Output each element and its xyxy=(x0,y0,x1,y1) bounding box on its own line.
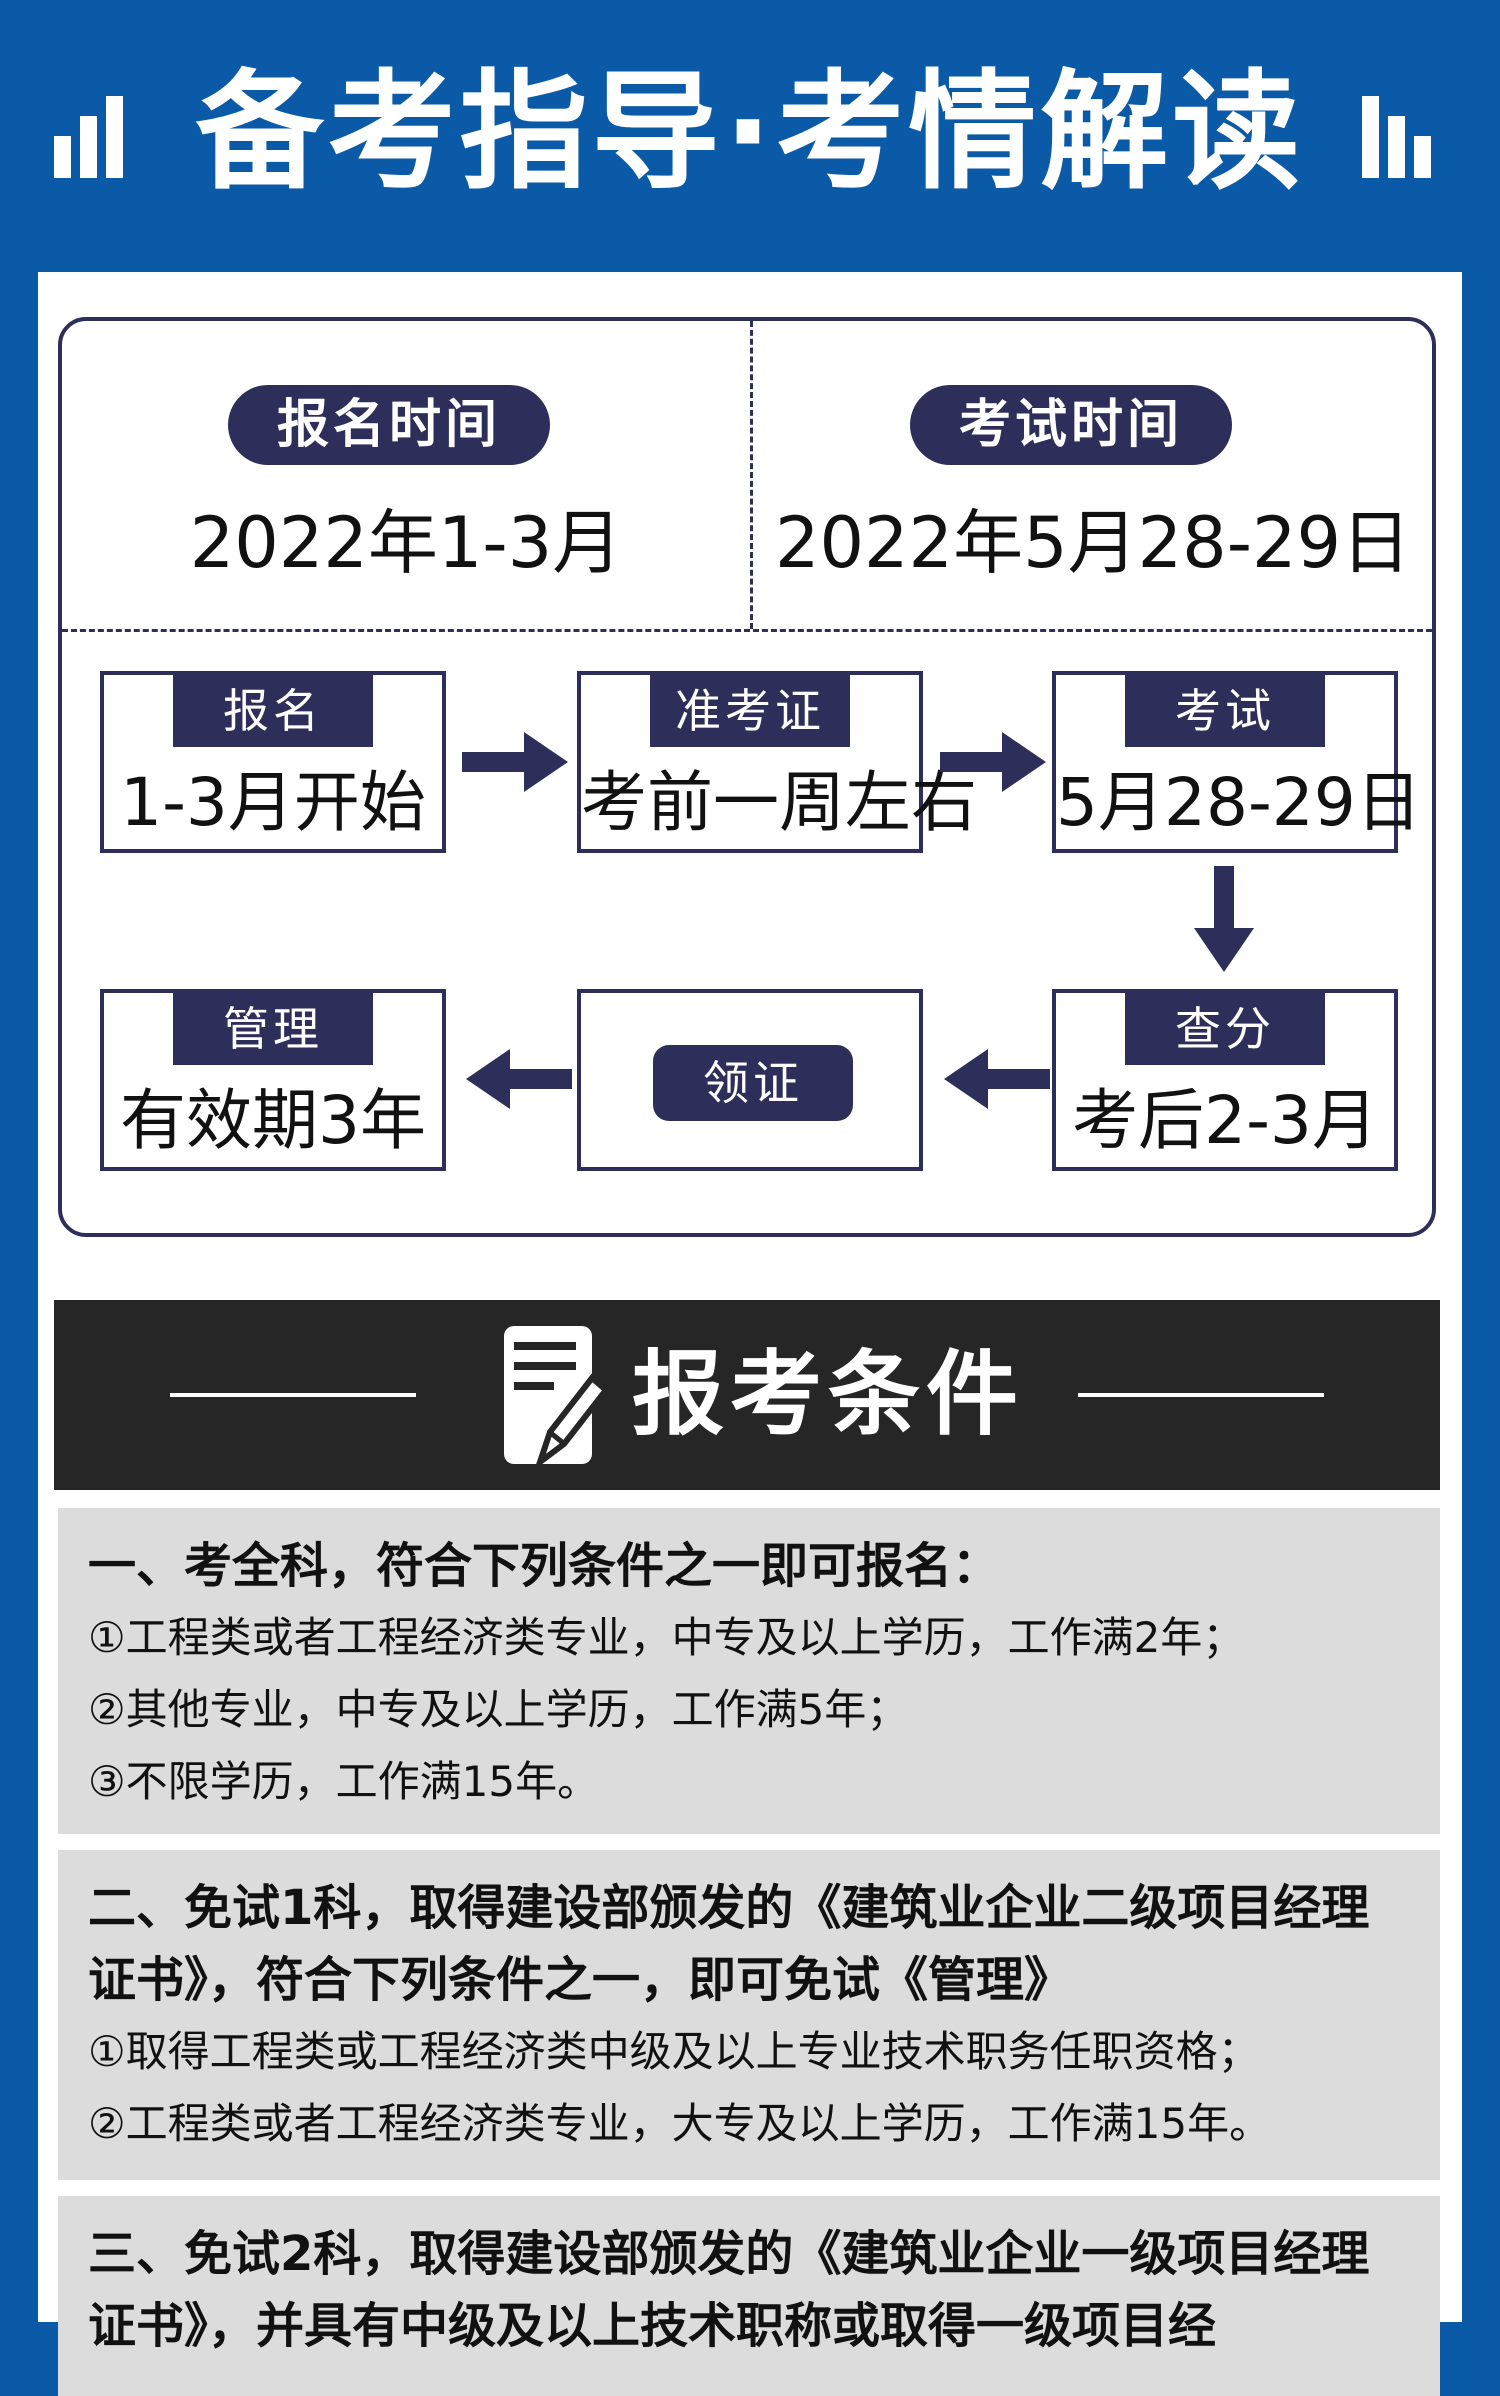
document-edit-icon xyxy=(504,1326,610,1471)
condition-section-3: 三、免试2科，取得建设部颁发的《建筑业企业一级项目经理证书》，并具有中级及以上技… xyxy=(58,2196,1440,2396)
content-card: 报名时间 2022年1-3月 考试时间 2022年5月28-29日 报名 1-3… xyxy=(38,272,1462,2396)
flow-step-value: 有效期3年 xyxy=(120,1082,426,1159)
flow-step-admission-ticket: 准考证 考前一周左右 xyxy=(577,671,977,853)
flow-step-certificate-label: 领证 xyxy=(653,1045,853,1121)
condition-item: ②其他专业，中专及以上学历，工作满5年； xyxy=(88,1685,909,1734)
bar-chart-icon-right xyxy=(1362,96,1431,178)
flow-step-management: 管理 有效期3年 xyxy=(100,989,446,1171)
condition-item: ①取得工程类或工程经济类中级及以上专业技术职务任职资格； xyxy=(88,2027,1260,2076)
condition-heading: 二、免试1科，取得建设部颁发的《建筑业企业二级项目经理证书》，符合下列条件之一，… xyxy=(88,1880,1370,2008)
arrow-left-icon xyxy=(466,1049,572,1109)
registration-time-label: 报名时间 xyxy=(228,385,550,465)
flow-step-value: 考前一周左右 xyxy=(581,764,977,841)
flow-step-value: 5月28-29日 xyxy=(1056,764,1422,841)
conditions-header: 报考条件 xyxy=(54,1300,1440,1490)
condition-item: ③不限学历，工作满15年。 xyxy=(88,1757,600,1806)
condition-heading: 一、考全科，符合下列条件之一即可报名： xyxy=(88,1538,1001,1594)
divider-line-right xyxy=(1078,1393,1324,1397)
flow-step-tab: 管理 xyxy=(173,993,373,1065)
conditions-title: 报考条件 xyxy=(632,1341,1025,1448)
arrow-left-icon xyxy=(944,1049,1050,1109)
condition-section-2: 二、免试1科，取得建设部颁发的《建筑业企业二级项目经理证书》，符合下列条件之一，… xyxy=(58,1850,1440,2180)
arrow-down-icon xyxy=(1194,866,1254,972)
registration-time-value: 2022年1-3月 xyxy=(189,502,623,584)
schedule-panel: 报名时间 2022年1-3月 考试时间 2022年5月28-29日 报名 1-3… xyxy=(58,317,1436,1237)
arrow-right-icon xyxy=(940,732,1046,792)
condition-item: ②工程类或者工程经济类专业，大专及以上学历，工作满15年。 xyxy=(88,2099,1272,2148)
exam-time-label: 考试时间 xyxy=(910,385,1232,465)
divider-line-left xyxy=(170,1393,416,1397)
flow-step-score-check: 查分 考后2-3月 xyxy=(1052,989,1398,1171)
condition-heading: 三、免试2科，取得建设部颁发的《建筑业企业一级项目经理证书》，并具有中级及以上技… xyxy=(88,2226,1370,2354)
flow-step-value: 1-3月开始 xyxy=(120,764,426,841)
divider-horizontal xyxy=(62,629,1432,632)
condition-item: ①工程类或者工程经济类专业，中专及以上学历，工作满2年； xyxy=(88,1613,1245,1662)
flow-step-certificate: 领证 xyxy=(577,989,923,1171)
flow-step-exam: 考试 5月28-29日 xyxy=(1052,671,1422,853)
bar-chart-icon xyxy=(54,96,123,178)
divider-vertical xyxy=(750,321,753,629)
flow-step-tab: 报名 xyxy=(173,675,373,747)
page-title: 备考指导·考情解读 xyxy=(195,58,1305,207)
flow-step-registration: 报名 1-3月开始 xyxy=(100,671,446,853)
flow-step-tab: 准考证 xyxy=(650,675,850,747)
arrow-right-icon xyxy=(462,732,568,792)
flow-step-tab: 考试 xyxy=(1125,675,1325,747)
flow-step-value: 考后2-3月 xyxy=(1072,1082,1378,1159)
condition-section-1: 一、考全科，符合下列条件之一即可报名： ①工程类或者工程经济类专业，中专及以上学… xyxy=(58,1508,1440,1834)
exam-time-value: 2022年5月28-29日 xyxy=(774,502,1412,584)
header-banner: 备考指导·考情解读 xyxy=(0,0,1500,272)
flow-step-tab: 查分 xyxy=(1125,993,1325,1065)
